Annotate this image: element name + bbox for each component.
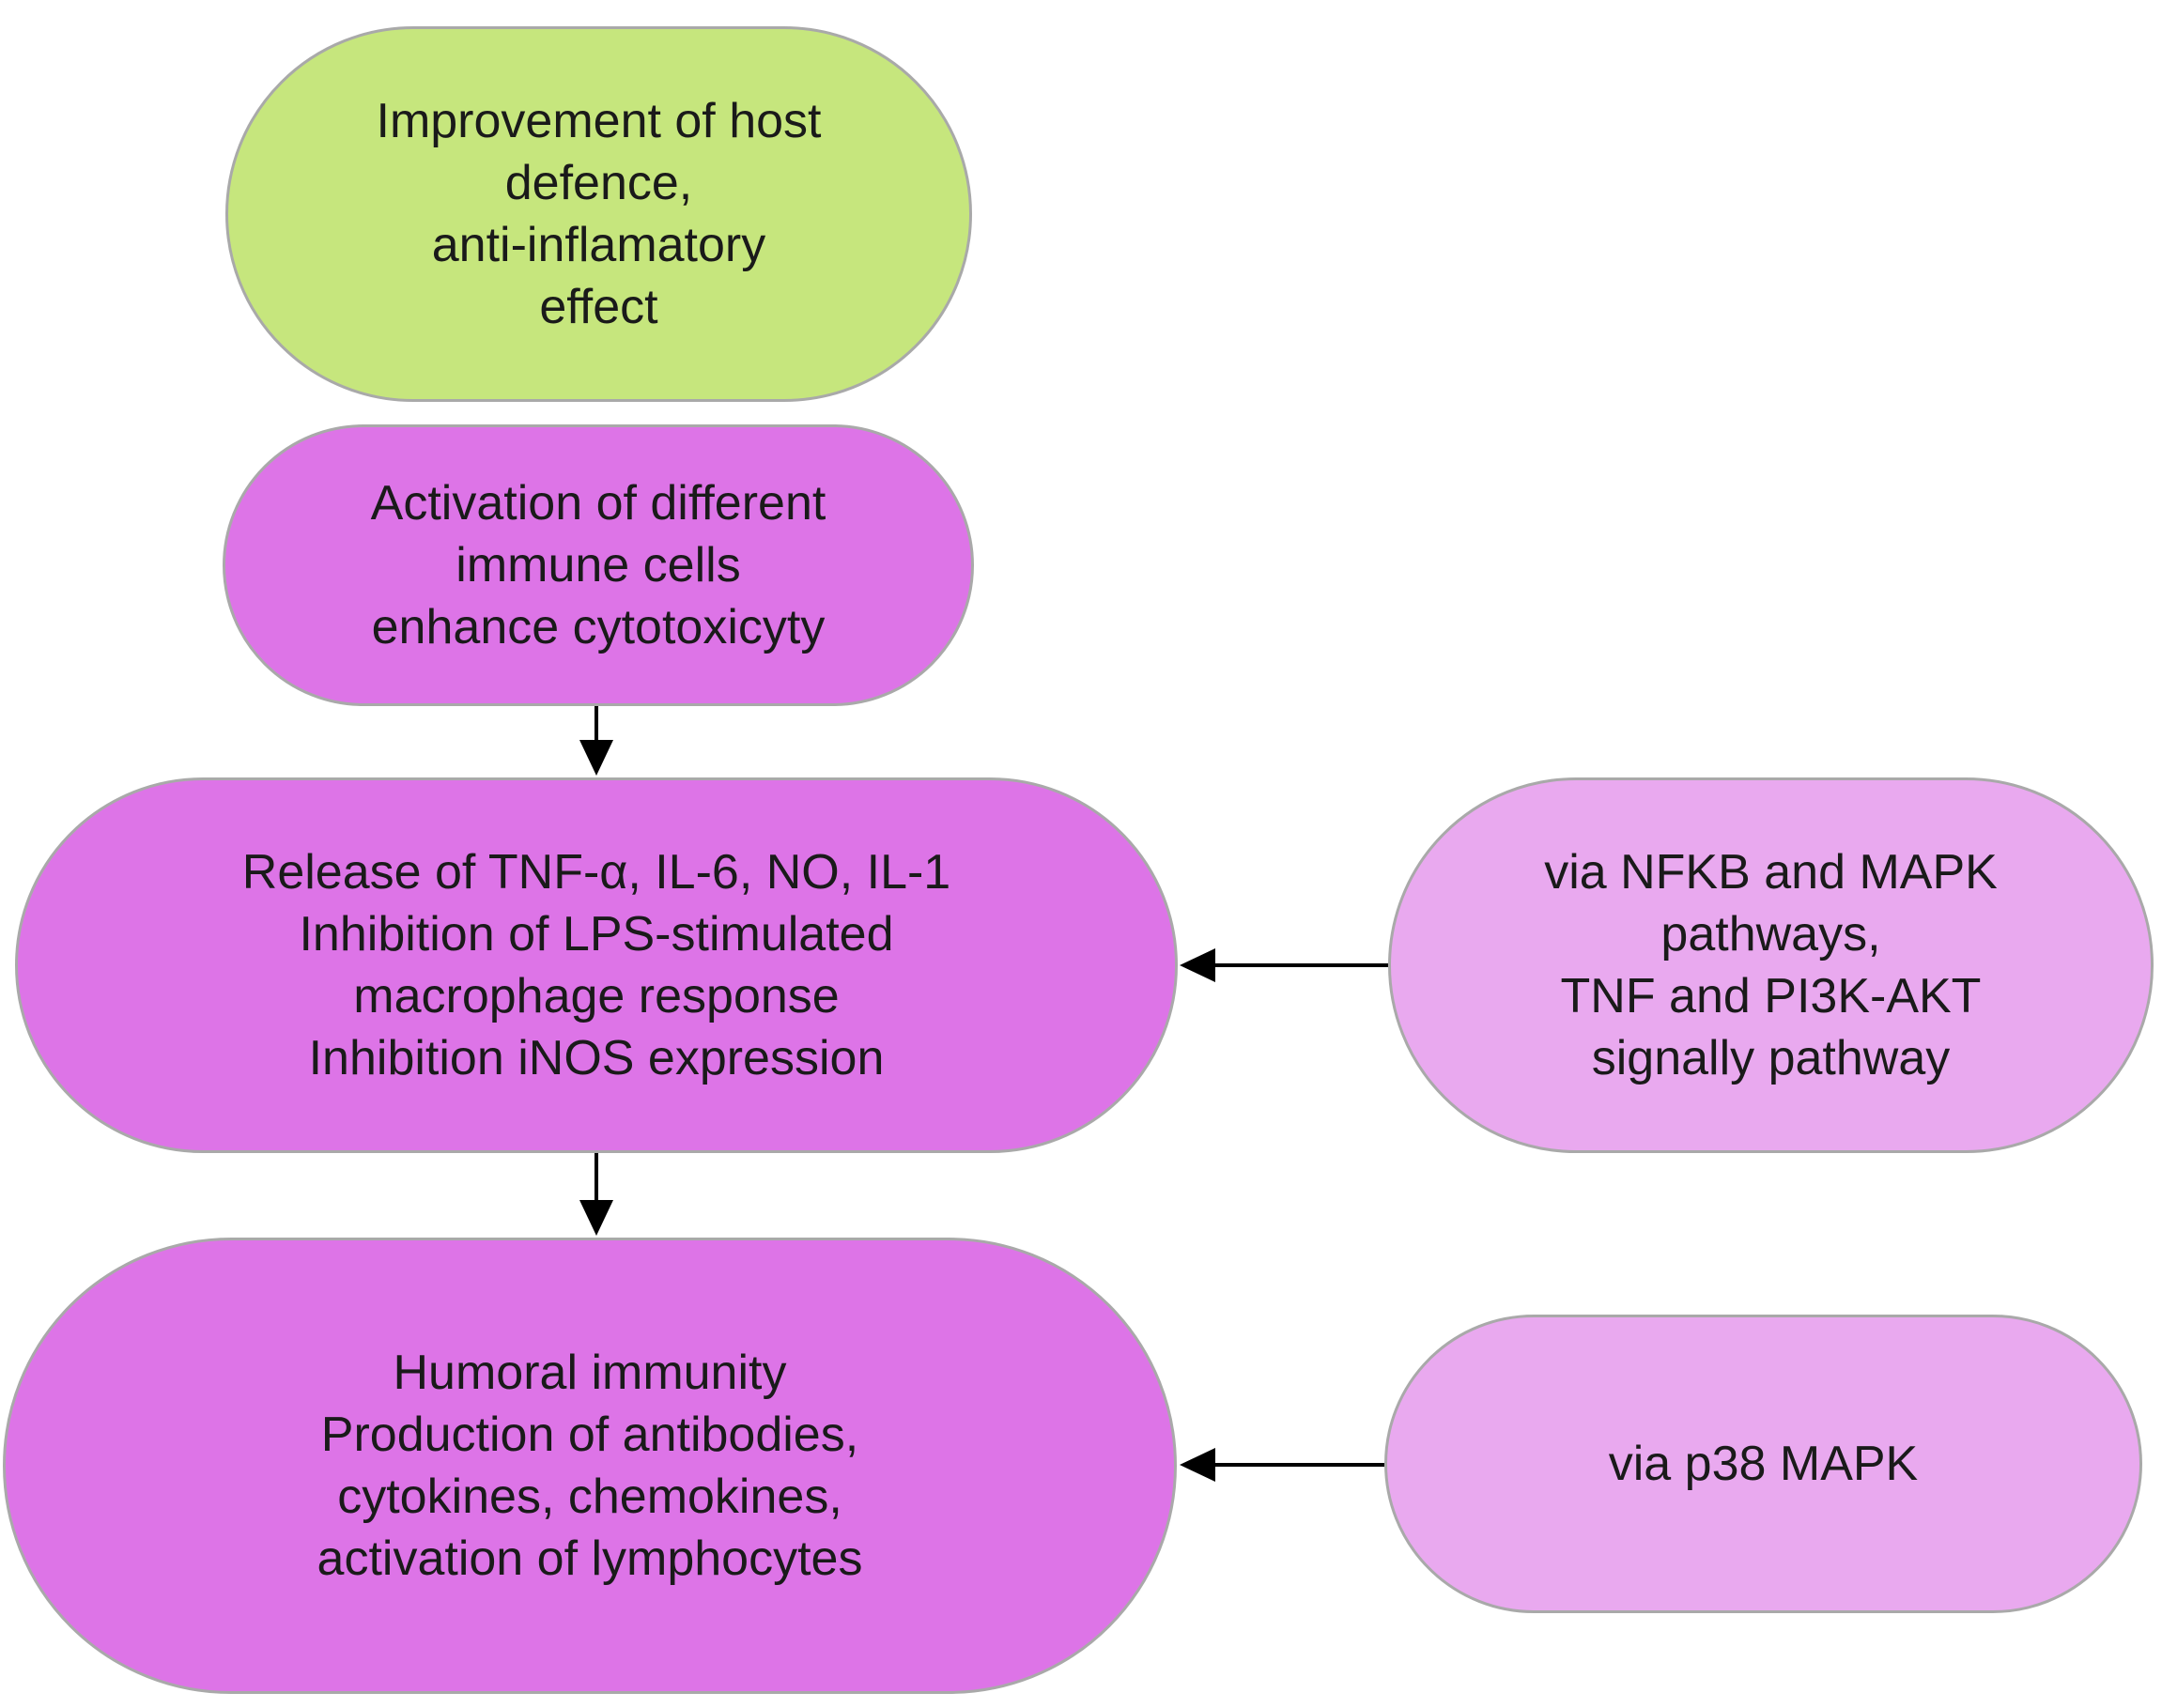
node-host-defence: Improvement of host defence, anti-inflam… <box>225 26 972 402</box>
node-cytokine-release-line: Inhibition of LPS-stimulated <box>299 907 894 962</box>
node-cytokine-release-line: macrophage response <box>353 969 840 1023</box>
node-cytokine-release-line: Release of TNF-α, IL-6, NO, IL-1 <box>241 845 951 900</box>
arrow-activation-to-release <box>579 706 613 776</box>
node-host-defence-line: anti-inflamatory <box>431 218 766 272</box>
node-cytokine-release-line: Inhibition iNOS expression <box>308 1031 885 1085</box>
arrow-release-to-humoral <box>579 1153 613 1236</box>
node-humoral-immunity-line: Production of antibodies, <box>320 1408 859 1462</box>
node-immune-activation-line: Activation of different <box>370 476 826 531</box>
node-nfkb-pathways-line: TNF and PI3K-AKT <box>1560 969 1982 1023</box>
node-p38-mapk: via p38 MAPK <box>1384 1315 2142 1613</box>
node-p38-mapk-line: via p38 MAPK <box>1608 1437 1919 1491</box>
node-humoral-immunity-line: Humoral immunity <box>393 1346 787 1400</box>
arrow-nfkb-to-release <box>1180 948 1388 982</box>
node-humoral-immunity-line: activation of lymphocytes <box>317 1531 863 1586</box>
node-host-defence-line: defence, <box>504 156 693 210</box>
arrow-head <box>579 740 613 776</box>
arrow-p38-to-humoral <box>1180 1448 1384 1482</box>
arrow-head <box>579 1200 613 1236</box>
node-cytokine-release: Release of TNF-α, IL-6, NO, IL-1 Inhibit… <box>15 777 1178 1153</box>
node-host-defence-line: Improvement of host <box>376 94 822 148</box>
node-immune-activation-line: immune cells <box>456 538 741 592</box>
node-nfkb-pathways-line: pathways, <box>1660 907 1881 962</box>
node-nfkb-pathways-line: signally pathway <box>1591 1031 1951 1085</box>
node-immune-activation: Activation of different immune cells enh… <box>223 424 974 706</box>
node-nfkb-pathways-line: via NFKB and MAPK <box>1544 845 1998 900</box>
node-humoral-immunity-line: cytokines, chemokines, <box>337 1469 842 1524</box>
node-humoral-immunity: Humoral immunity Production of antibodie… <box>3 1238 1177 1694</box>
arrow-head <box>1180 948 1215 982</box>
node-host-defence-line: effect <box>539 280 658 334</box>
node-nfkb-pathways: via NFKB and MAPK pathways, TNF and PI3K… <box>1388 777 2154 1153</box>
arrow-head <box>1180 1448 1215 1482</box>
node-immune-activation-line: enhance cytotoxicyty <box>371 600 826 654</box>
